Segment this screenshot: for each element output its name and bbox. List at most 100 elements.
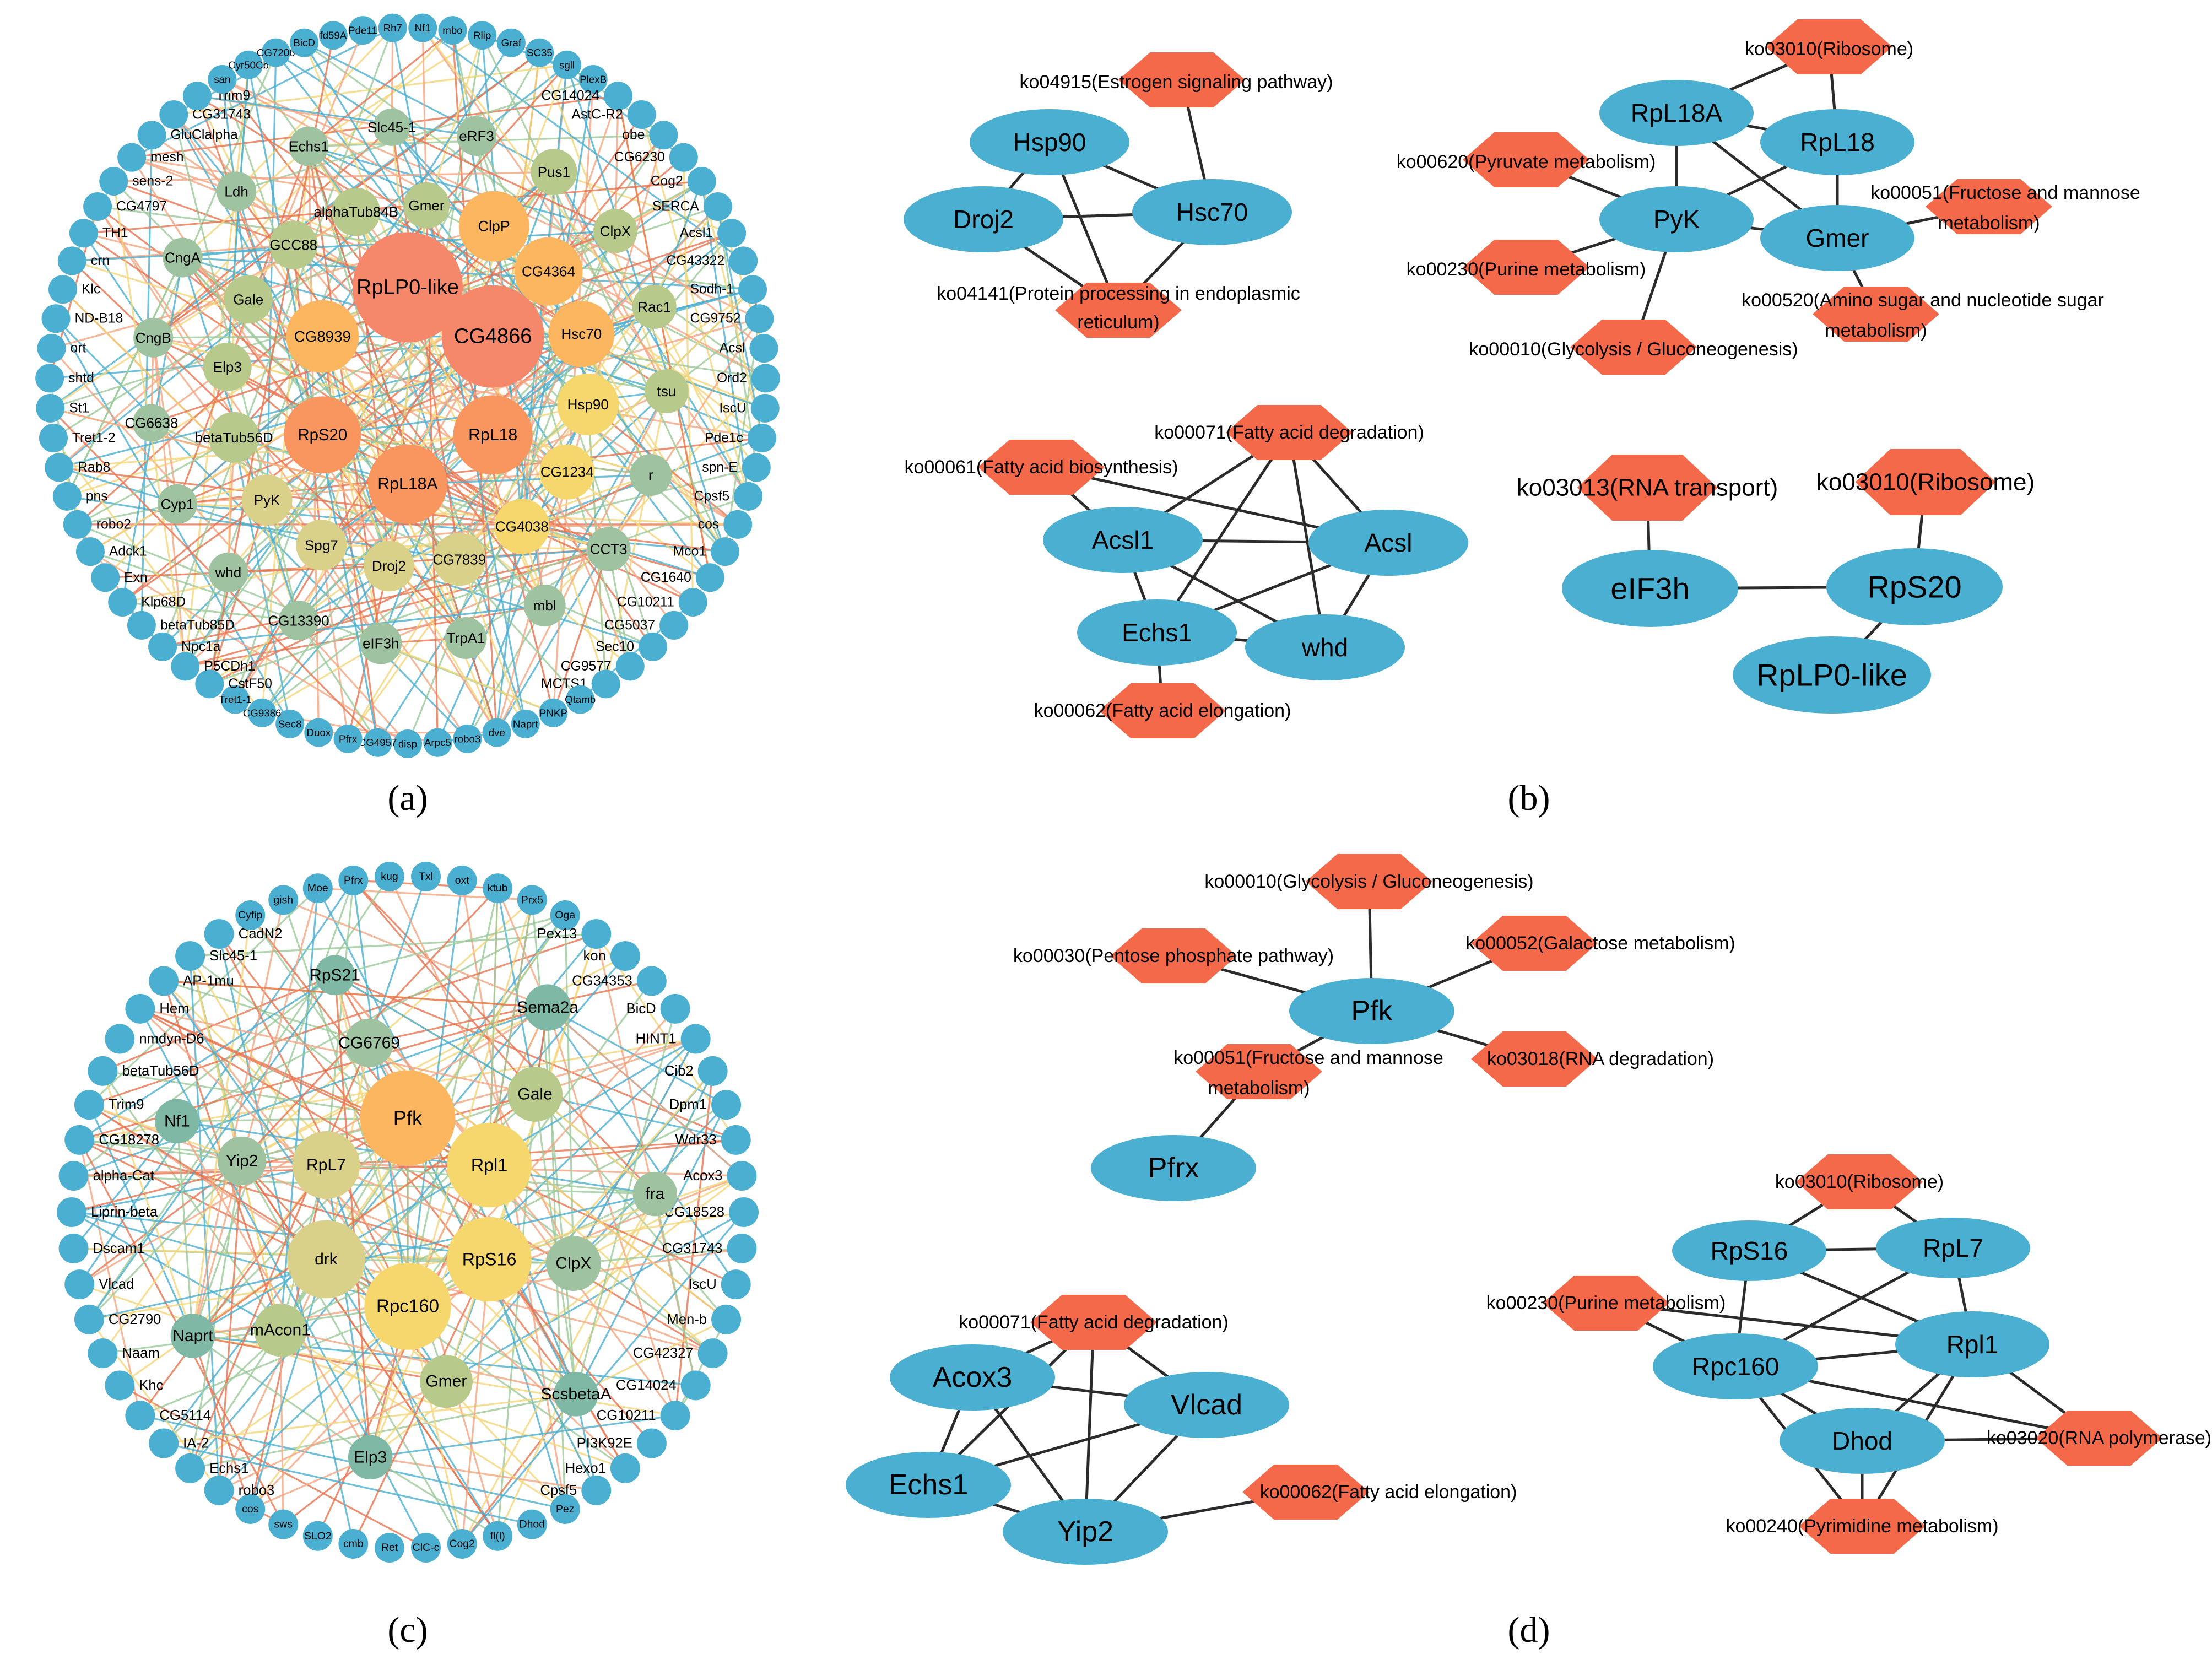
gene-node-pyk — [1599, 186, 1754, 252]
node-label: ClpX — [555, 1255, 591, 1273]
node-label: betaTub85D — [160, 618, 235, 633]
node-label: Rac1 — [637, 299, 671, 315]
network-edge — [407, 483, 631, 667]
pathway-label: ko00030(Pentose phosphate pathway) — [1013, 945, 1334, 966]
node-label: Rh7 — [383, 22, 402, 34]
network-edge — [218, 1258, 327, 1491]
node-label: Pfrx — [339, 733, 358, 744]
node-ort — [37, 334, 66, 363]
gene-node-gmer — [1760, 205, 1914, 271]
node-label: TrpA1 — [447, 630, 485, 646]
network-edge — [534, 1093, 727, 1320]
node-label: r — [648, 467, 653, 483]
node-label: Adck1 — [109, 544, 147, 559]
network-edge — [139, 1305, 408, 1417]
network-edge — [131, 156, 427, 207]
node-klp68d — [108, 587, 137, 617]
node-label: san — [214, 74, 230, 85]
node-mesh — [117, 143, 147, 172]
pathway-node — [1226, 405, 1353, 460]
gene-label: Pfk — [1351, 995, 1393, 1027]
node-cngb — [133, 317, 174, 358]
gene-node-rpl18a — [1599, 80, 1754, 146]
node-iscu — [721, 1269, 751, 1300]
network-edge — [581, 333, 726, 553]
node-cos — [235, 1494, 266, 1524]
pathway-label: ko00520(Amino sugar and nucleotide sugar — [1742, 290, 2104, 311]
node-label: CG18528 — [664, 1204, 724, 1220]
node-cg14024 — [680, 1370, 711, 1401]
node-sens-2 — [99, 167, 128, 196]
node-label: GluClalpha — [171, 128, 238, 143]
network-edge — [573, 1247, 742, 1264]
node-cg18528 — [729, 1197, 759, 1227]
node-nf1 — [155, 1099, 199, 1144]
node-dscam1 — [58, 1233, 89, 1263]
node-cog2 — [687, 167, 716, 196]
gene-label: Acsl — [1365, 528, 1413, 557]
node-cg4364 — [514, 237, 583, 306]
node-duox — [304, 718, 333, 747]
node-rpl7 — [292, 1131, 360, 1199]
gene-node-droj2 — [904, 186, 1063, 252]
gene-node-acsl1 — [1043, 507, 1203, 573]
node-acox3 — [727, 1161, 757, 1191]
node-label: Pfk — [393, 1107, 423, 1130]
node-label: Sodh-1 — [690, 282, 734, 297]
node-cg31743 — [159, 100, 188, 129]
gene-label: Rpc160 — [1692, 1352, 1780, 1381]
node-hint1 — [680, 1024, 711, 1054]
node-scsbetaa — [554, 1372, 598, 1417]
network-edge — [90, 550, 299, 622]
node-label: RpS20 — [298, 426, 347, 444]
network-edge — [122, 499, 268, 603]
node-cg7839 — [432, 533, 486, 586]
node-label: RpL18A — [377, 475, 438, 493]
panel-label-b: (b) — [1508, 778, 1550, 818]
network-edge — [683, 157, 694, 603]
gene-label: Hsc70 — [1176, 198, 1248, 226]
pathway-label: ko04141(Protein processing in endoplasmi… — [937, 283, 1300, 304]
network-edge — [334, 975, 371, 1457]
network-edge — [617, 95, 711, 578]
node-cg31743 — [727, 1233, 757, 1263]
network-edge — [317, 1164, 490, 1537]
node-label: CG34353 — [572, 974, 632, 989]
network-edge — [73, 974, 336, 1177]
pathway-node — [1118, 52, 1245, 107]
network-edge — [102, 1070, 282, 1331]
node-pex13 — [581, 919, 612, 949]
network-edge — [176, 1121, 194, 1336]
network-edge — [304, 42, 555, 173]
node-droj2 — [363, 541, 414, 592]
node-p5cdh1 — [171, 652, 200, 681]
pathway-label: ko00230(Purine metabolism) — [1407, 259, 1646, 280]
network-edge — [79, 1160, 243, 1285]
pathway-label: ko00071(Fatty acid degradation) — [1154, 422, 1424, 443]
network-edge — [461, 1211, 745, 1544]
network-edge — [172, 114, 323, 337]
node-label: CG18278 — [99, 1132, 159, 1148]
network-edge — [73, 1247, 490, 1261]
node-rlip — [468, 21, 497, 50]
node-dve — [482, 718, 511, 747]
node-label: PI3K92E — [577, 1435, 632, 1451]
network-edge — [280, 1104, 727, 1331]
node-sec8 — [275, 709, 305, 738]
network-edge — [653, 306, 749, 497]
node-exn — [91, 563, 120, 592]
node-label: Vlcad — [99, 1277, 134, 1292]
node-fd59a — [318, 21, 348, 50]
node-label: CG5114 — [159, 1408, 211, 1423]
node-robo3 — [204, 1475, 234, 1505]
gene-label: Vlcad — [1171, 1389, 1242, 1421]
node-cstf50 — [195, 669, 224, 699]
network-edge — [79, 1139, 655, 1195]
network-edge — [481, 35, 726, 552]
node-label: SC35 — [527, 47, 553, 58]
network-edge — [564, 915, 575, 1264]
node-alpha-cat — [58, 1161, 89, 1191]
